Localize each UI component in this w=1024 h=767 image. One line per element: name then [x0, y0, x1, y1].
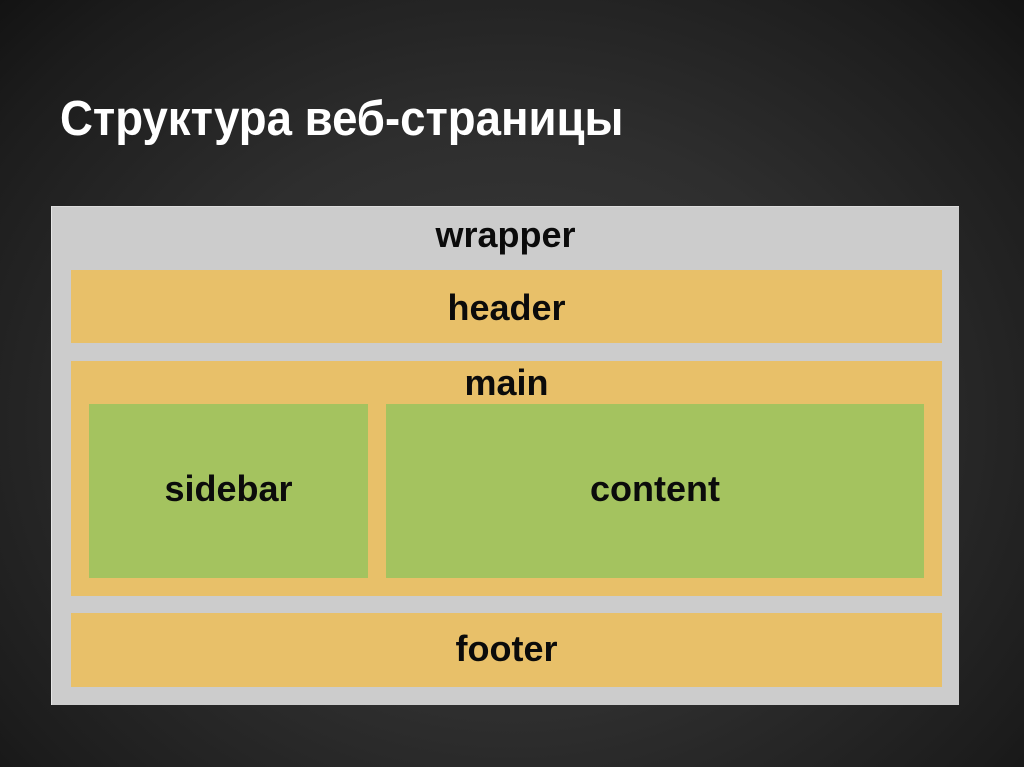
footer-block: footer — [71, 613, 942, 687]
content-label: content — [590, 468, 720, 509]
header-block: header — [71, 270, 942, 343]
footer-label: footer — [455, 628, 558, 669]
sidebar-block: sidebar — [89, 404, 368, 578]
header-label: header — [447, 287, 566, 328]
wrapper-label: wrapper — [435, 214, 576, 255]
slide-title: Структура веб-страницы — [60, 92, 624, 146]
sidebar-label: sidebar — [164, 468, 293, 509]
main-label: main — [464, 362, 549, 403]
content-block: content — [386, 404, 924, 578]
